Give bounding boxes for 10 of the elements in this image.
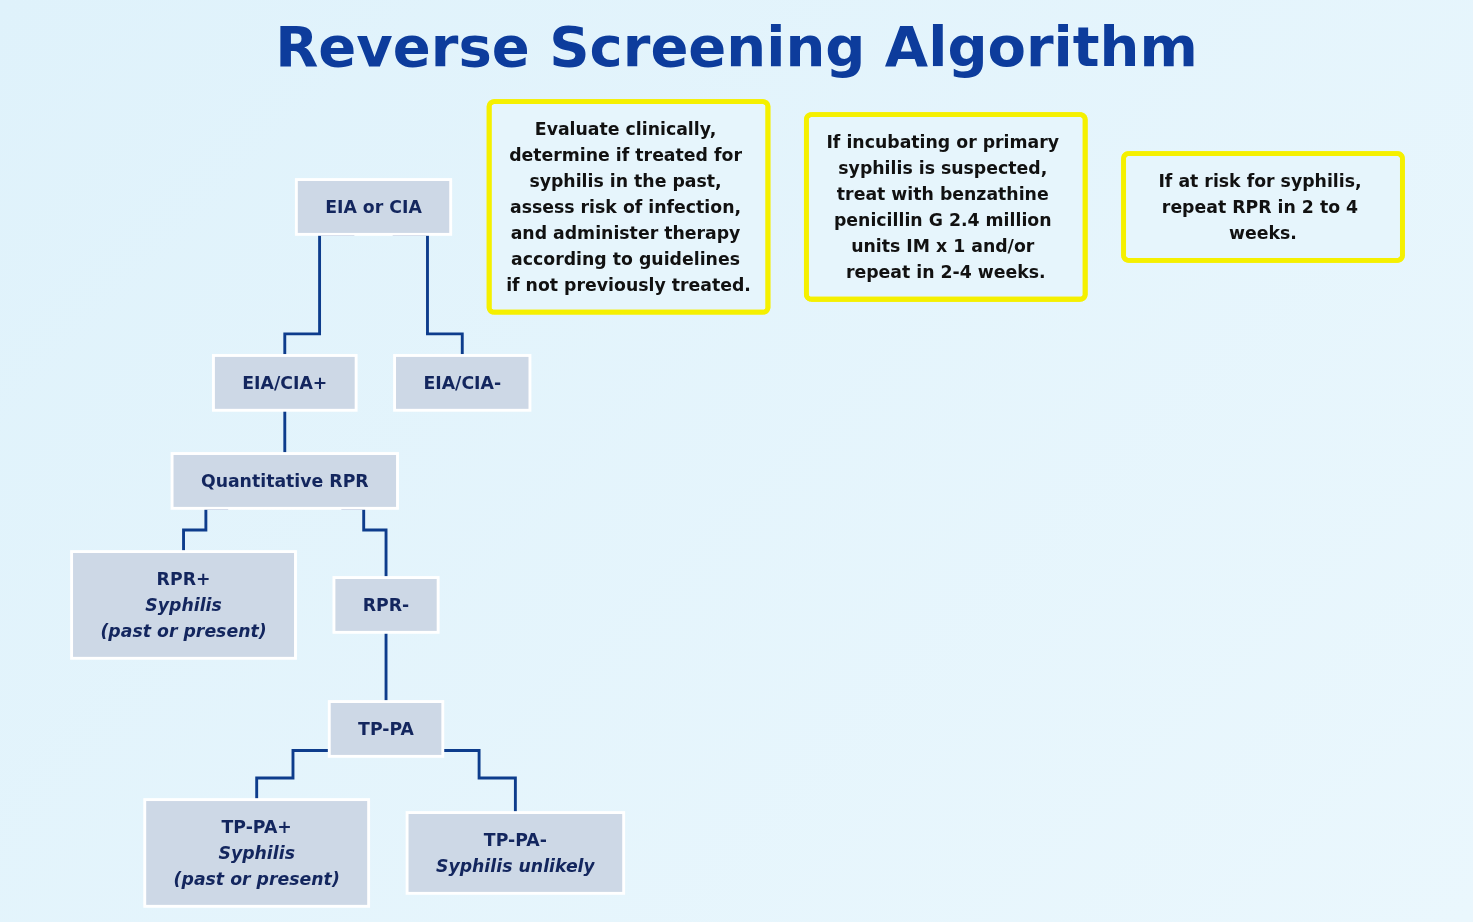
node-box: TP-PA [327,699,444,758]
node-box: RPR+ Syphilis (past or present) [69,549,297,660]
node-box: Quantitative RPR [170,451,399,510]
node-box: EIA/CIA- [392,353,531,412]
node-box: RPR- [332,575,440,634]
node-box: EIA/CIA+ [211,353,358,412]
node-box: TP-PA- Syphilis unlikely [405,810,625,895]
node-box: EIA or CIA [294,177,452,236]
diagram-title: Reverse Screening Algorithm [275,14,1198,79]
node-box: TP-PA+ Syphilis (past or present) [142,797,370,908]
